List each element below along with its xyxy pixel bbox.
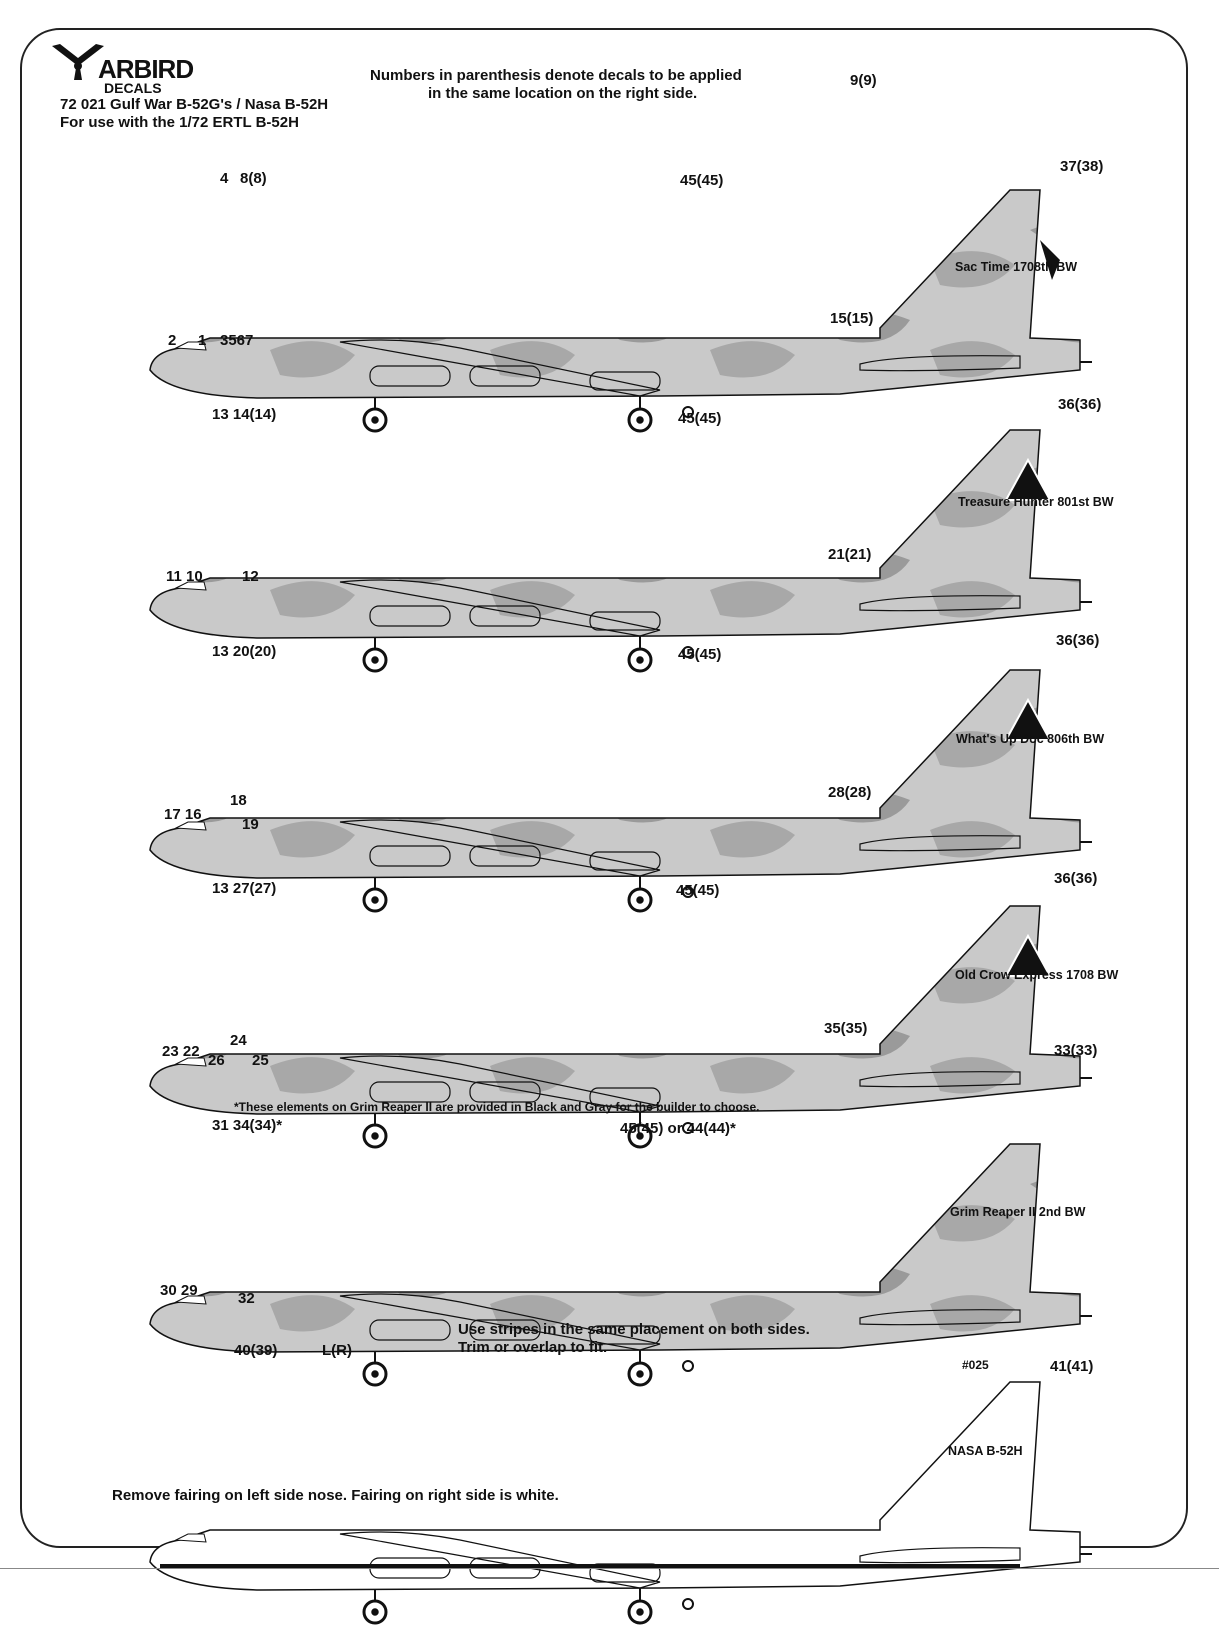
b52h-nasa-profile — [148, 1380, 1094, 1625]
callout-30-29: 30 29 — [160, 1282, 198, 1299]
callout-18: 18 — [230, 792, 247, 809]
callout-28: 28(28) — [828, 784, 872, 801]
callout-36-a: 36(36) — [1058, 396, 1102, 413]
aircraft-sac-time — [140, 180, 1100, 440]
product-title: 72 021 Gulf War B-52G's / Nasa B-52H — [60, 96, 329, 113]
caption-whats-up-doc: What's Up Doc 806th BW — [956, 732, 1105, 746]
parenthesis-note-line-1: Numbers in parenthesis denote decals to … — [370, 67, 742, 84]
callout-9: 9(9) — [850, 72, 877, 89]
b52g-sac-time-profile — [148, 188, 1094, 433]
callout-26: 26 — [208, 1052, 225, 1069]
callout-41: 41(41) — [1050, 1358, 1094, 1375]
logo-wordmark: ARBIRD — [98, 54, 194, 84]
callout-40: 40(39) — [234, 1342, 278, 1359]
b52g-whats-up-doc-profile — [148, 668, 1094, 913]
propeller-icon — [52, 44, 104, 80]
callout-36-b: 36(36) — [1056, 632, 1100, 649]
b52g-grim-reaper-profile — [148, 1142, 1094, 1387]
caption-nasa: NASA B-52H — [948, 1444, 1023, 1458]
logo-subtitle: DECALS — [104, 80, 162, 96]
callout-45-d: 45(45) — [676, 882, 720, 899]
parenthesis-note-line-2: in the same location on the right side. — [428, 85, 698, 102]
callout-4: 4 — [220, 170, 229, 187]
nasa-tail-code: #025 — [962, 1358, 989, 1372]
aircraft-grim-reaper-ii — [140, 1134, 1100, 1394]
callout-13-20: 13 20(20) — [212, 643, 277, 660]
callout-13-27: 13 27(27) — [212, 880, 277, 897]
callout-13-14: 13 14(14) — [212, 406, 277, 423]
caption-treasure-hunter: Treasure Hunter 801st BW — [958, 495, 1114, 509]
caption-old-crow-express: Old Crow Express 1708 BW — [955, 968, 1119, 982]
callout-23-22: 23 22 — [162, 1043, 200, 1060]
grim-reaper-options-note: *These elements on Grim Reaper II are pr… — [234, 1100, 760, 1114]
aircraft-nasa-b52h — [140, 1372, 1100, 1632]
callout-21: 21(21) — [828, 546, 872, 563]
usage-line: For use with the 1/72 ERTL B-52H — [60, 114, 299, 131]
callout-36-c: 36(36) — [1054, 870, 1098, 887]
callout-25: 25 — [252, 1052, 269, 1069]
caption-sac-time: Sac Time 1708th BW — [955, 260, 1078, 274]
b52g-old-crow-express-profile — [148, 904, 1094, 1149]
callout-19: 19 — [242, 816, 259, 833]
callout-45-c: 45(45) — [678, 646, 722, 663]
aircraft-treasure-hunter — [140, 420, 1100, 680]
callout-37: 37(38) — [1060, 158, 1104, 175]
stripes-note-line-1: Use stripes in the same placement on bot… — [458, 1321, 810, 1338]
statue-of-liberty-tail-art — [1040, 240, 1060, 280]
aircraft-whats-up-doc — [140, 660, 1100, 920]
k-triangle-tail-emblem — [1004, 457, 1052, 501]
callout-45-b: 45(45) — [678, 410, 722, 427]
aircraft-old-crow-express — [140, 896, 1100, 1156]
fairing-note: Remove fairing on left side nose. Fairin… — [112, 1487, 559, 1504]
callout-1: 1 — [198, 332, 207, 349]
caption-grim-reaper: Grim Reaper II 2nd BW — [950, 1205, 1086, 1219]
callout-35: 35(35) — [824, 1020, 868, 1037]
callout-45-or-44: 45(45) or 44(44)* — [620, 1120, 736, 1137]
callout-3567: 3567 — [220, 332, 254, 349]
callout-24: 24 — [230, 1032, 247, 1049]
callout-31-34: 31 34(34)* — [212, 1117, 283, 1134]
callout-8: 8(8) — [240, 170, 267, 187]
k-triangle-tail-emblem — [1004, 697, 1052, 741]
callout-12: 12 — [242, 568, 259, 585]
callout-17-16: 17 16 — [164, 806, 202, 823]
stripes-note-line-2: Trim or overlap to fit. — [458, 1339, 608, 1356]
warbird-logo: ARBIRD DECALS — [48, 40, 194, 96]
page-edge-line — [0, 1568, 1219, 1569]
callout-15: 15(15) — [830, 310, 874, 327]
callout-2: 2 — [168, 332, 177, 349]
callout-45-a: 45(45) — [680, 172, 724, 189]
k-triangle-tail-emblem — [1004, 933, 1052, 977]
callout-11-10: 11 10 — [166, 568, 203, 585]
b52g-treasure-hunter-profile — [148, 428, 1094, 673]
callout-l-r: L(R) — [322, 1342, 352, 1359]
callout-33: 33(33) — [1054, 1042, 1098, 1059]
callout-32: 32 — [238, 1290, 255, 1307]
